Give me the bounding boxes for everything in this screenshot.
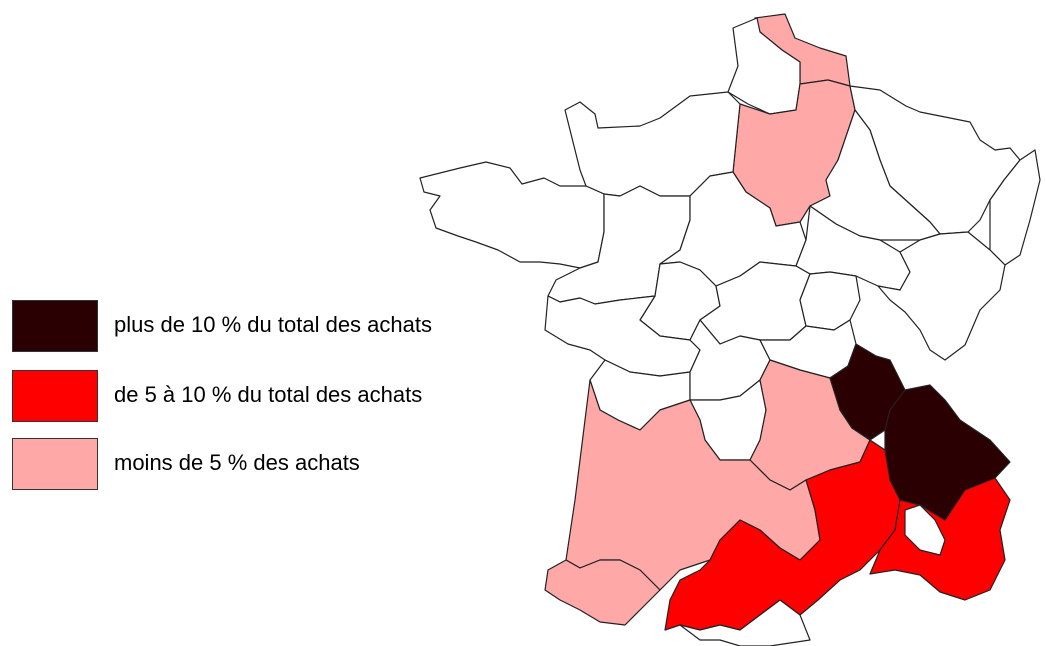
legend-label: moins de 5 % des achats <box>114 450 360 475</box>
legend-swatch-red <box>12 370 98 422</box>
region-bretagne <box>419 161 605 269</box>
region-alsace <box>989 149 1041 266</box>
legend-label: plus de 10 % du total des achats <box>114 312 432 337</box>
region-lorraine <box>809 109 941 241</box>
region-pyrenees-sud <box>679 599 811 646</box>
region-midi-pyrenees <box>544 559 661 626</box>
region-enclave <box>904 504 946 556</box>
legend-label: de 5 à 10 % du total des achats <box>114 382 423 407</box>
legend-swatch-pink <box>12 438 98 490</box>
region-bourgogne-est <box>799 271 861 331</box>
region-franche-comte <box>877 231 1006 361</box>
legend-swatch-dark <box>12 300 98 352</box>
